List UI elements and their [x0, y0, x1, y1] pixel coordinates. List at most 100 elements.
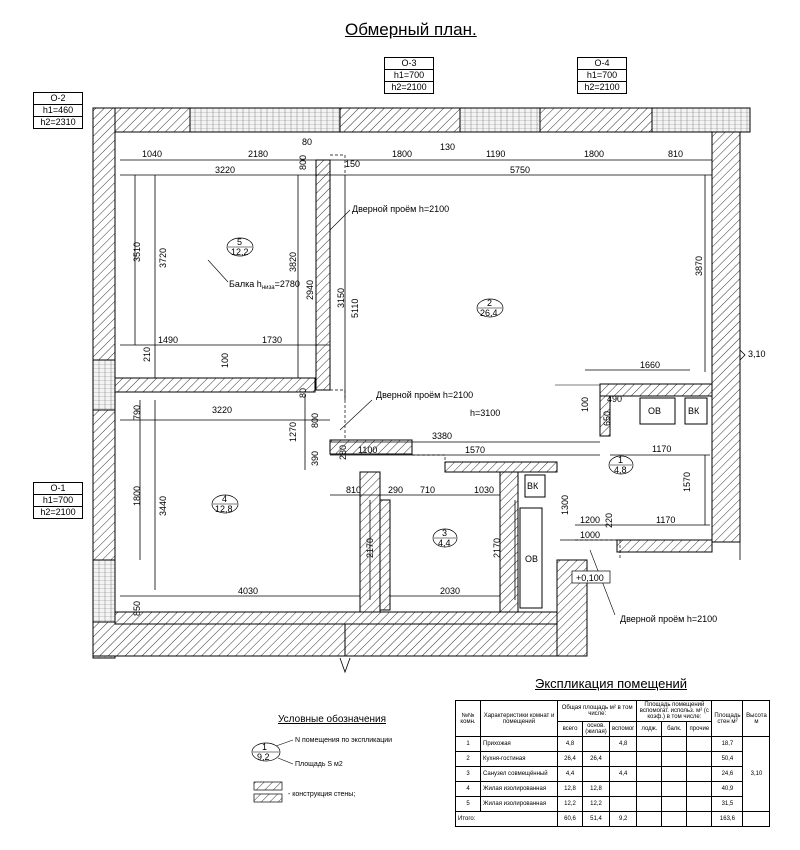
dim-text: 290 [388, 485, 403, 495]
dim-text: 710 [420, 485, 435, 495]
header-num: №№ комн. [455, 700, 481, 737]
shaft-label: ОВ [525, 554, 538, 564]
explication-title: Экспликация помещений [535, 676, 688, 691]
room-marker-1: 1 4,8 [608, 455, 634, 475]
dim-text: 280 [338, 445, 348, 460]
dimension-texts: 1040 2180 80 150 1800 130 1190 1800 810 … [132, 137, 704, 616]
header-other: прочие [686, 721, 713, 737]
dim-text: 80 [302, 137, 312, 147]
dim-text: 100 [580, 397, 590, 412]
opening-id: O-4 [578, 58, 626, 70]
dim-text: 1200 [580, 515, 600, 525]
room-marker-4: 4 12,8 [211, 494, 239, 514]
shafts [519, 397, 708, 609]
opening-id: O-3 [385, 58, 433, 70]
dim-text: 80 [298, 388, 308, 398]
dim-text: 5750 [510, 165, 530, 175]
dim-text: 3220 [212, 405, 232, 415]
dim-text: 3380 [432, 431, 452, 441]
beam-note: Балка hниза=2780 [229, 279, 300, 291]
shaft-label: ВК [527, 481, 539, 491]
shaft-label: ВК [688, 406, 700, 416]
dim-text: 1300 [560, 495, 570, 515]
opening-h1: h1=700 [385, 70, 433, 82]
opening-tag-o4: O-4 h1=700 h2=2100 [577, 57, 627, 94]
dim-text: 800 [310, 413, 320, 428]
dim-text: 1490 [158, 335, 178, 345]
dim-text: 650 [602, 411, 612, 426]
dim-text: 1040 [142, 149, 162, 159]
cut-mark [339, 657, 351, 674]
dim-text: 1800 [392, 149, 412, 159]
dim-text: 2940 [305, 280, 315, 300]
dim-text: 4030 [238, 586, 258, 596]
dim-text: 100 [220, 353, 230, 368]
header-balc: балк. [661, 721, 688, 737]
opening-id: O-1 [34, 483, 82, 495]
opening-tag-o2: O-2 h1=460 h2=2310 [33, 92, 83, 129]
dim-text: 1570 [682, 472, 692, 492]
legend-wall: - конструкция стены; [288, 791, 355, 798]
dim-text: 1170 [656, 515, 675, 525]
room-area: 4,8 [614, 465, 627, 475]
room-number: 1 [618, 455, 623, 465]
opening-h2: h2=2100 [391, 82, 427, 92]
cut-value: 3,10 [748, 349, 766, 359]
shaft-label: ОВ [648, 406, 661, 416]
page-title: Обмерный план. [345, 20, 477, 39]
opening-h2: h2=2310 [40, 117, 76, 127]
dim-text: 3220 [215, 165, 235, 175]
room-number: 4 [222, 494, 227, 504]
opening-h1: h1=700 [578, 70, 626, 82]
dim-text: 1190 [486, 149, 505, 159]
leader-lines [207, 209, 616, 616]
dim-text: 790 [132, 405, 142, 420]
explication-table: №№ комн. Характеристики комнат и помещен… [455, 700, 771, 827]
dim-text: 390 [310, 451, 320, 466]
header-lodge: лодж. [636, 721, 663, 737]
room-area: 12,8 [215, 504, 233, 514]
room-number: 3 [442, 528, 447, 538]
dim-text: 1570 [465, 445, 485, 455]
dim-text: 5110 [350, 299, 360, 318]
dim-text: 3820 [288, 252, 298, 272]
legend-sample-area: 9,2 [257, 752, 270, 762]
header-total-group: Общая площадь м² в том числе: [556, 700, 638, 722]
header-desc: Характеристики комнат и помещений [480, 700, 558, 737]
dim-text: 2180 [248, 149, 268, 159]
room-number: 2 [487, 298, 492, 308]
opening-tag-o1: O-1 h1=700 h2=2100 [33, 482, 83, 519]
dimension-lines [120, 159, 712, 600]
dim-text: 800 [298, 155, 308, 170]
dim-text: 2170 [365, 538, 375, 558]
door-note: Дверной проём h=2100 [352, 204, 449, 214]
dim-text: 3150 [336, 288, 346, 308]
dim-text: 210 [142, 347, 152, 362]
header-main: основ. (жилая) [582, 721, 610, 737]
door-note: Дверной проём h=2100 [620, 614, 717, 624]
legend-title: Условные обозначения [278, 714, 387, 725]
opening-h1: h1=460 [34, 105, 82, 117]
dim-text: 1100 [358, 445, 377, 455]
header-height: Высота м [742, 700, 771, 737]
room-area: 4,4 [438, 538, 451, 548]
legend-line2: Площадь S м2 [295, 761, 343, 768]
dim-text: 1660 [640, 360, 660, 370]
room-marker-3: 3 4,4 [432, 528, 458, 548]
dim-text: 3510 [132, 242, 142, 262]
opening-h2: h2=2100 [584, 82, 620, 92]
opening-h2: h2=2100 [40, 507, 76, 517]
dim-text: 2030 [440, 586, 460, 596]
header-all: всего [557, 721, 583, 737]
legend-sample-number: 1 [262, 742, 267, 752]
dim-text: 3720 [158, 248, 168, 268]
legend: 1 9,2 N помещения по экспликации Площадь… [251, 737, 392, 803]
opening-h1: h1=700 [34, 495, 82, 507]
ceiling-height: h=3100 [470, 408, 500, 418]
